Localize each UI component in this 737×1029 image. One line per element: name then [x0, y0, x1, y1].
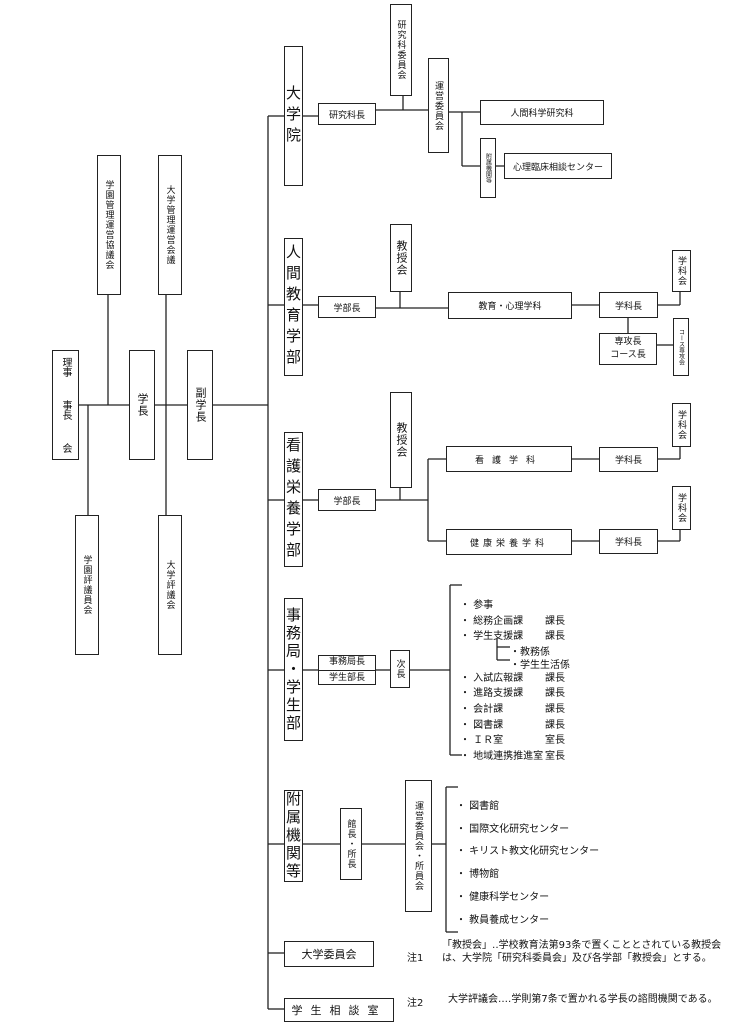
major-course-head-box: 専攻長 コース長	[599, 333, 657, 365]
list-item: ・ 進路支援課 課長	[460, 686, 570, 702]
list-item: ・ 図書課 課長	[460, 718, 570, 734]
office-role-7: 室長	[545, 735, 565, 747]
sub-item-1: ・教務係	[510, 646, 550, 658]
human-dean-box: 学部長	[318, 296, 376, 318]
nutrition-assoc-box: 学科会	[672, 486, 691, 530]
student-counseling-box: 学生相談室	[284, 998, 394, 1022]
office-item-1: ・ 総務企画課	[460, 615, 524, 627]
institution-item-4: ・ 健康科学センター	[456, 891, 550, 903]
office-head-label: 事務局長	[319, 655, 375, 671]
major-head-label: 専攻長	[614, 337, 642, 347]
nursing-dept-head-box: 学科長	[599, 447, 658, 472]
chairman-president-box: 理事 事長 会	[52, 350, 79, 460]
office-heads-box: 事務局長 学生部長	[318, 655, 376, 685]
course-council-box: コース専攻会	[673, 318, 689, 376]
office-role-5: 課長	[545, 703, 565, 715]
nutrition-dept-box: 健康栄養学科	[446, 529, 572, 555]
president-box: 学長	[129, 350, 155, 460]
office-item-0: ・ 参事	[460, 600, 494, 611]
note-2-text: 大学評議会‥‥学則第7条で置かれる学長の諮問機関である。	[448, 994, 718, 1005]
attached-inst-small-box: 附属機関等	[480, 138, 496, 198]
vice-president-box: 副学長	[187, 350, 213, 460]
note-1-text: 「教授会」‥学校教育法第93条で置くこととされている教授会は、大学院「研究科委員…	[442, 940, 722, 964]
graduate-school-box: 大学院	[284, 46, 303, 186]
office-role-8: 室長	[545, 750, 565, 762]
list-item: ・ ＩＲ室 室長	[460, 733, 570, 749]
office-student-affairs-box: 事務局・学生部	[284, 598, 303, 741]
human-education-faculty-box: 人間教育学部	[284, 238, 303, 376]
human-science-dept-box: 人間科学研究科	[480, 100, 604, 125]
office-role-3: 課長	[545, 672, 565, 684]
attached-institutions-box: 附属機関等	[284, 790, 303, 882]
rijicho-text-1: 理事	[60, 357, 71, 377]
rijicho-text-2: 事長	[60, 400, 71, 420]
graduate-dean-box: 研究科長	[318, 103, 376, 125]
director-box: 館長・所長	[340, 808, 362, 880]
office-item-5: ・ 会計課	[460, 703, 504, 715]
list-item: ・ 会計課 課長	[460, 702, 570, 718]
nursing-nutrition-faculty-box: 看護栄養学部	[284, 432, 303, 567]
daigaku-kyogi-box: 大学管理運営会議	[158, 155, 182, 295]
university-committee-box: 大学委員会	[284, 941, 374, 967]
office-item-7: ・ ＩＲ室	[460, 735, 504, 747]
graduate-committee-box: 研究科委員会	[390, 4, 412, 96]
nursing-assoc-box: 学科会	[672, 403, 691, 447]
sub-item-2: ・学生生活係	[510, 659, 570, 671]
nursing-faculty-council-box: 教授会	[390, 392, 412, 488]
office-role-2: 課長	[545, 631, 565, 643]
human-faculty-council-box: 教授会	[390, 224, 412, 292]
human-dept-head-box: 学科長	[599, 292, 658, 318]
counseling-center-box: 心理臨床相談センター	[504, 153, 612, 179]
nursing-dean-box: 学部長	[318, 489, 376, 511]
office-item-4: ・ 進路支援課	[460, 688, 524, 700]
list-item: ・ 地域連携推進室室長	[460, 749, 570, 765]
sub-item: ・学生生活係	[460, 658, 570, 671]
student-head-label: 学生部長	[328, 672, 365, 683]
office-role-4: 課長	[545, 688, 565, 700]
office-role-1: 課長	[545, 615, 565, 627]
gakuen-hyogi-box: 学園評議員会	[75, 515, 99, 655]
attached-institution-list: ・ 図書館 ・ 国際文化研究センター ・ キリスト教文化研究センター ・ 博物館…	[456, 796, 599, 932]
gakuen-kyogi-box: 学園管理運営協議会	[97, 155, 121, 295]
note-2-label: 注2	[407, 998, 424, 1009]
steering-committee-box: 運営委員会	[428, 58, 449, 153]
office-role-6: 課長	[545, 719, 565, 731]
office-item-2: ・ 学生支援課	[460, 631, 524, 643]
note-1-label: 注1	[407, 953, 424, 964]
human-dept-assoc-box: 学科会	[672, 250, 691, 292]
institution-item-0: ・ 図書館	[456, 801, 500, 812]
institution-item-2: ・ キリスト教文化研究センター	[456, 846, 600, 858]
list-item: ・ 参事	[460, 598, 570, 614]
list-item: ・ 総務企画課 課長	[460, 614, 570, 630]
institution-item-1: ・ 国際文化研究センター	[456, 823, 570, 835]
list-item: ・ 学生支援課 課長	[460, 629, 570, 645]
list-item: ・ 入試広報課 課長	[460, 671, 570, 687]
deputy-director-box: 次長	[390, 650, 410, 688]
education-psychology-dept-box: 教育・心理学科	[448, 292, 572, 319]
office-item-3: ・ 入試広報課	[460, 672, 524, 684]
daigaku-hyogi-box: 大学評議会	[158, 515, 182, 655]
institution-item-3: ・ 博物館	[456, 869, 500, 881]
office-item-6: ・ 図書課	[460, 719, 504, 731]
institution-item-5: ・ 教員養成センター	[456, 914, 550, 926]
rijicho-text-3: 会	[60, 443, 71, 453]
office-item-8: ・ 地域連携推進室	[460, 750, 544, 762]
office-section-list: ・ 参事 ・ 総務企画課課長 ・ 学生支援課課長 ・教務係 ・学生生活係 ・ 入…	[460, 598, 570, 764]
nutrition-dept-head-box: 学科長	[599, 529, 658, 554]
nursing-dept-box: 看護学科	[446, 446, 572, 472]
course-head-label: コース長	[610, 350, 646, 360]
attached-committee-box: 運営委員会・所員会	[405, 780, 432, 912]
sub-item: ・教務係	[460, 645, 570, 658]
